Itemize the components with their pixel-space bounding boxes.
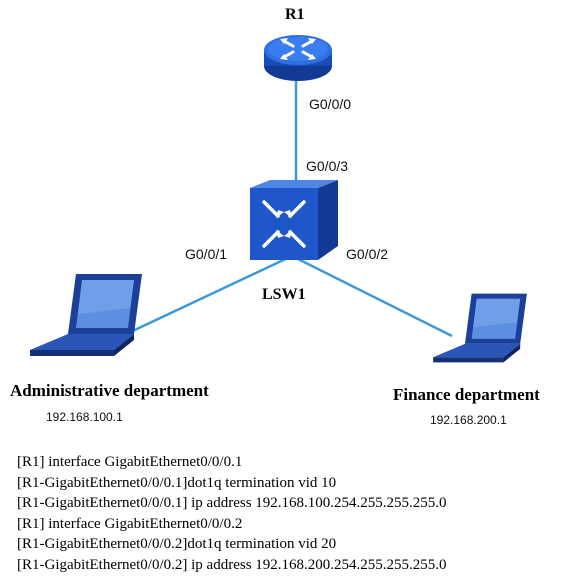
link-lsw1-admin: [121, 254, 293, 338]
config-line: [R1] interface GigabitEthernet0/0/0.2: [17, 515, 243, 532]
config-line: [R1-GigabitEthernet0/0/0.1]dot1q termina…: [17, 474, 337, 491]
port-label-g0-0-1: G0/0/1: [185, 246, 228, 262]
port-label-g0-0-2: G0/0/2: [346, 246, 389, 262]
laptop-icon: [30, 274, 142, 356]
config-line: [R1-GigabitEthernet0/0/0.2]dot1q termina…: [17, 536, 337, 552]
switch-name: LSW1: [262, 286, 306, 303]
admin-department-name: Administrative department: [10, 381, 209, 400]
config-line: [R1-GigabitEthernet0/0/0.1] ip address 1…: [17, 495, 447, 511]
switch-icon: [250, 180, 338, 260]
port-label-g0-0-0: G0/0/0: [309, 96, 352, 112]
config-commands: [R1] interface GigabitEthernet0/0/0.1 [R…: [17, 452, 447, 575]
finance-ip-address: 192.168.200.1: [430, 413, 507, 427]
config-line: [R1-GigabitEthernet0/0/0.2] ip address 1…: [17, 556, 447, 573]
link-lsw1-finance: [291, 254, 453, 338]
admin-ip-address: 192.168.100.1: [46, 410, 123, 424]
finance-department-name: Finance department: [393, 385, 540, 404]
port-label-g0-0-3: G0/0/3: [306, 158, 349, 174]
router-icon: [264, 35, 332, 81]
laptop-icon: [433, 293, 527, 363]
config-line: [R1] interface GigabitEthernet0/0/0.1: [17, 454, 243, 470]
router-name: R1: [285, 6, 305, 23]
